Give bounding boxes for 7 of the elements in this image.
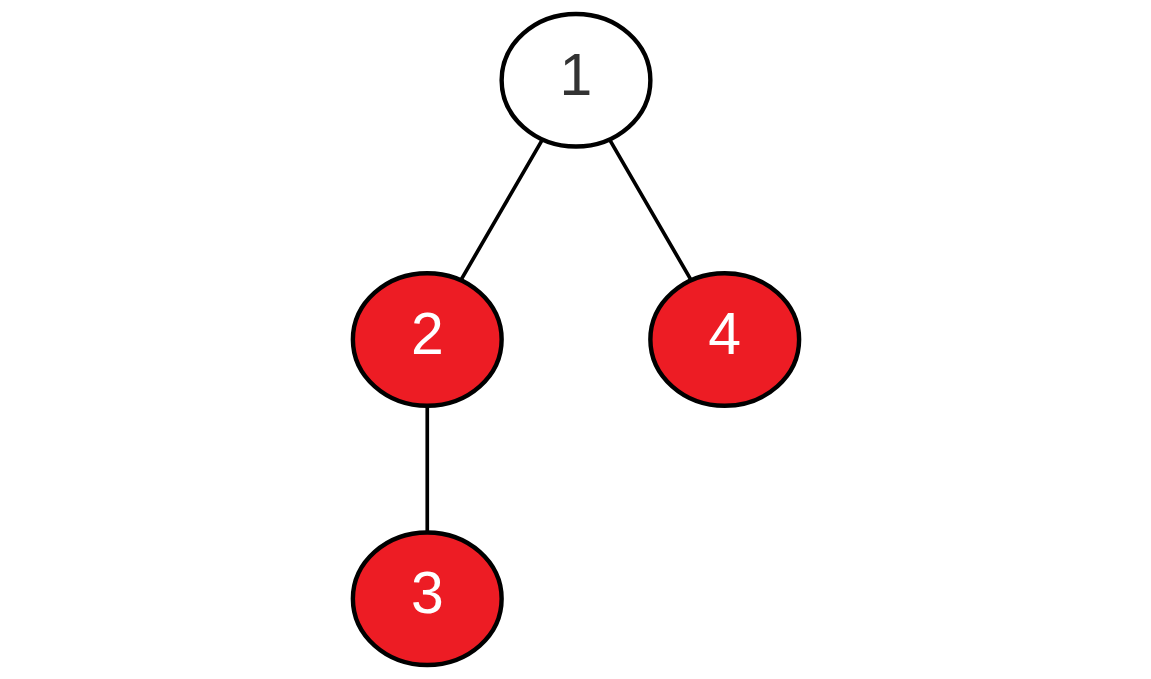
connector [424,406,429,532]
node-ellipse: 4 [647,271,801,408]
connector [607,139,693,282]
connector [458,139,544,282]
node-ellipse: 3 [350,530,504,668]
node-ellipse: 2 [350,271,504,408]
node-ellipse: 1 [498,11,653,149]
